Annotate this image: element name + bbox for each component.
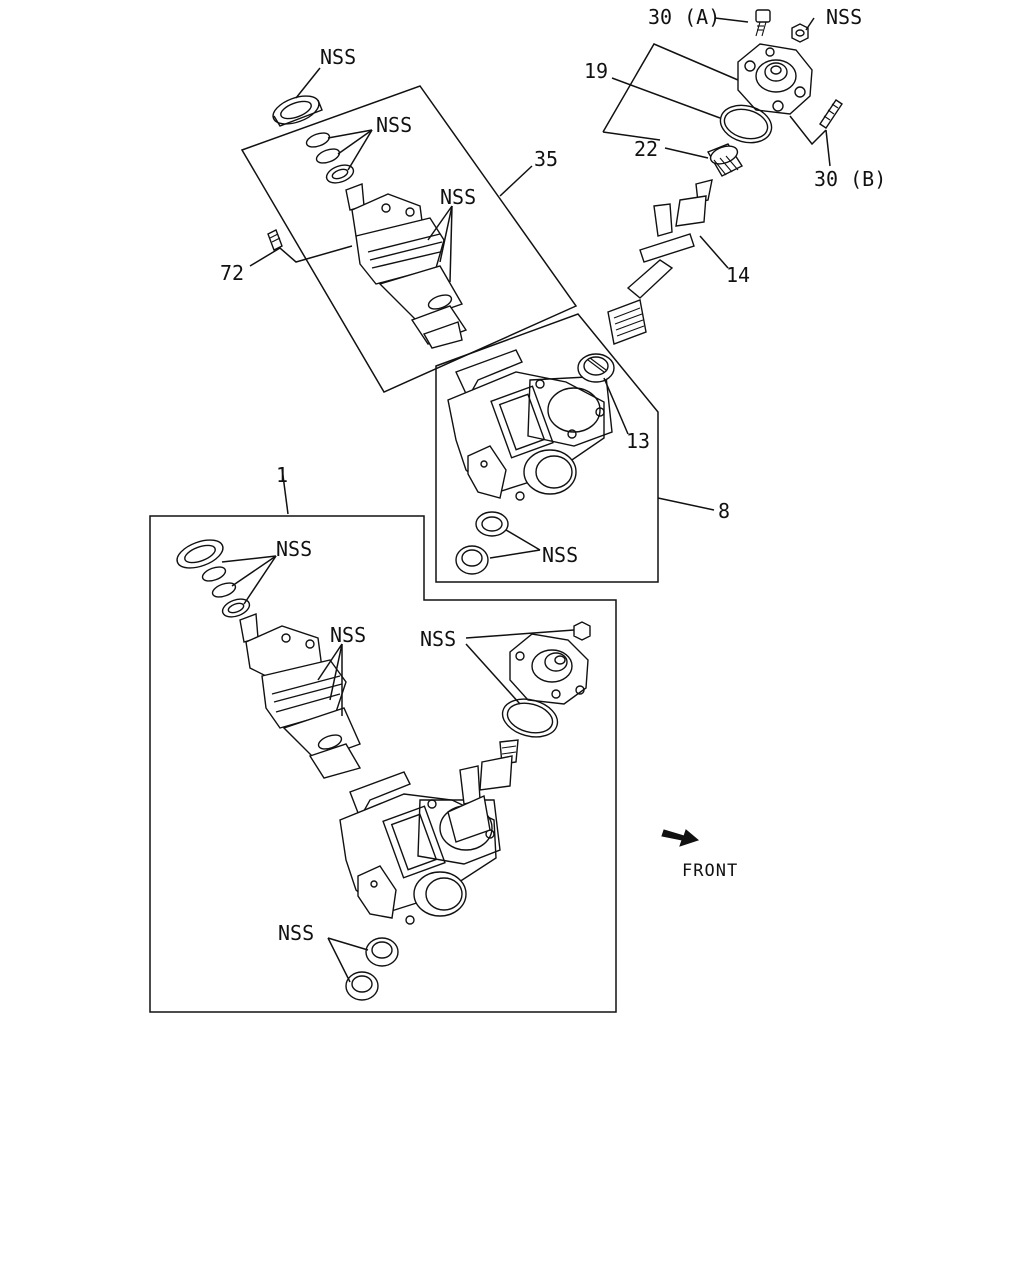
gear-housing-group xyxy=(435,313,659,583)
valve-assembly-group xyxy=(240,85,578,393)
pin-30b-part xyxy=(819,99,843,129)
label-30b: 30 (B) xyxy=(814,167,886,191)
bearing-13-part xyxy=(577,353,615,383)
label-nss-nut: NSS xyxy=(826,5,862,29)
seal-rings-part xyxy=(305,132,355,184)
label-22: 22 xyxy=(634,137,658,161)
label-8: 8 xyxy=(718,499,730,523)
assembly-housing-part xyxy=(339,739,519,925)
label-nss-assembly-seals: NSS xyxy=(276,537,312,561)
control-valve-part xyxy=(345,183,468,349)
label-13: 13 xyxy=(626,429,650,453)
label-nss-assembly-cover: NSS xyxy=(420,627,456,651)
label-72: 72 xyxy=(220,261,244,285)
o-ring-part xyxy=(719,104,773,144)
leaders-top-left xyxy=(249,67,533,283)
complete-assembly-group xyxy=(149,515,617,1013)
needle-bearing-part xyxy=(706,143,744,177)
assembly-seals-part xyxy=(176,539,251,618)
bolt-72-part xyxy=(267,229,283,251)
assembly-cover-part xyxy=(501,621,591,738)
side-cover-part xyxy=(737,43,813,115)
label-35: 35 xyxy=(534,147,558,171)
label-14: 14 xyxy=(726,263,750,287)
label-nss-valve: NSS xyxy=(440,185,476,209)
front-label: FRONT xyxy=(682,861,738,881)
oil-seal-part xyxy=(272,95,323,127)
cover-assembly-group xyxy=(607,9,843,345)
leaders-top-right xyxy=(602,17,831,269)
gear-housing-part xyxy=(447,349,613,501)
label-nss-oil-seal: NSS xyxy=(320,45,356,69)
leaders-middle-right xyxy=(489,377,715,559)
label-nss-assembly-valve: NSS xyxy=(330,623,366,647)
label-19: 19 xyxy=(584,59,608,83)
group-box-35 xyxy=(240,85,578,393)
nut-part xyxy=(791,23,809,43)
label-30a: 30 (A) xyxy=(648,5,720,29)
leaders-bottom xyxy=(221,467,575,983)
label-1: 1 xyxy=(276,463,288,487)
front-indicator: FRONT xyxy=(661,829,738,881)
arrow-right-icon xyxy=(661,829,700,847)
group-box-8 xyxy=(435,313,659,583)
label-nss-rings: NSS xyxy=(376,113,412,137)
assembly-bushings-part xyxy=(345,937,399,1001)
group-box-1 xyxy=(149,515,617,1013)
assembly-valve-part xyxy=(239,613,362,779)
label-nss-assembly-bushings: NSS xyxy=(278,921,314,945)
bushings-part xyxy=(455,511,509,575)
bolt-30a-part xyxy=(755,9,771,37)
label-nss-bushings: NSS xyxy=(542,543,578,567)
pinion-shaft-part xyxy=(607,179,713,345)
